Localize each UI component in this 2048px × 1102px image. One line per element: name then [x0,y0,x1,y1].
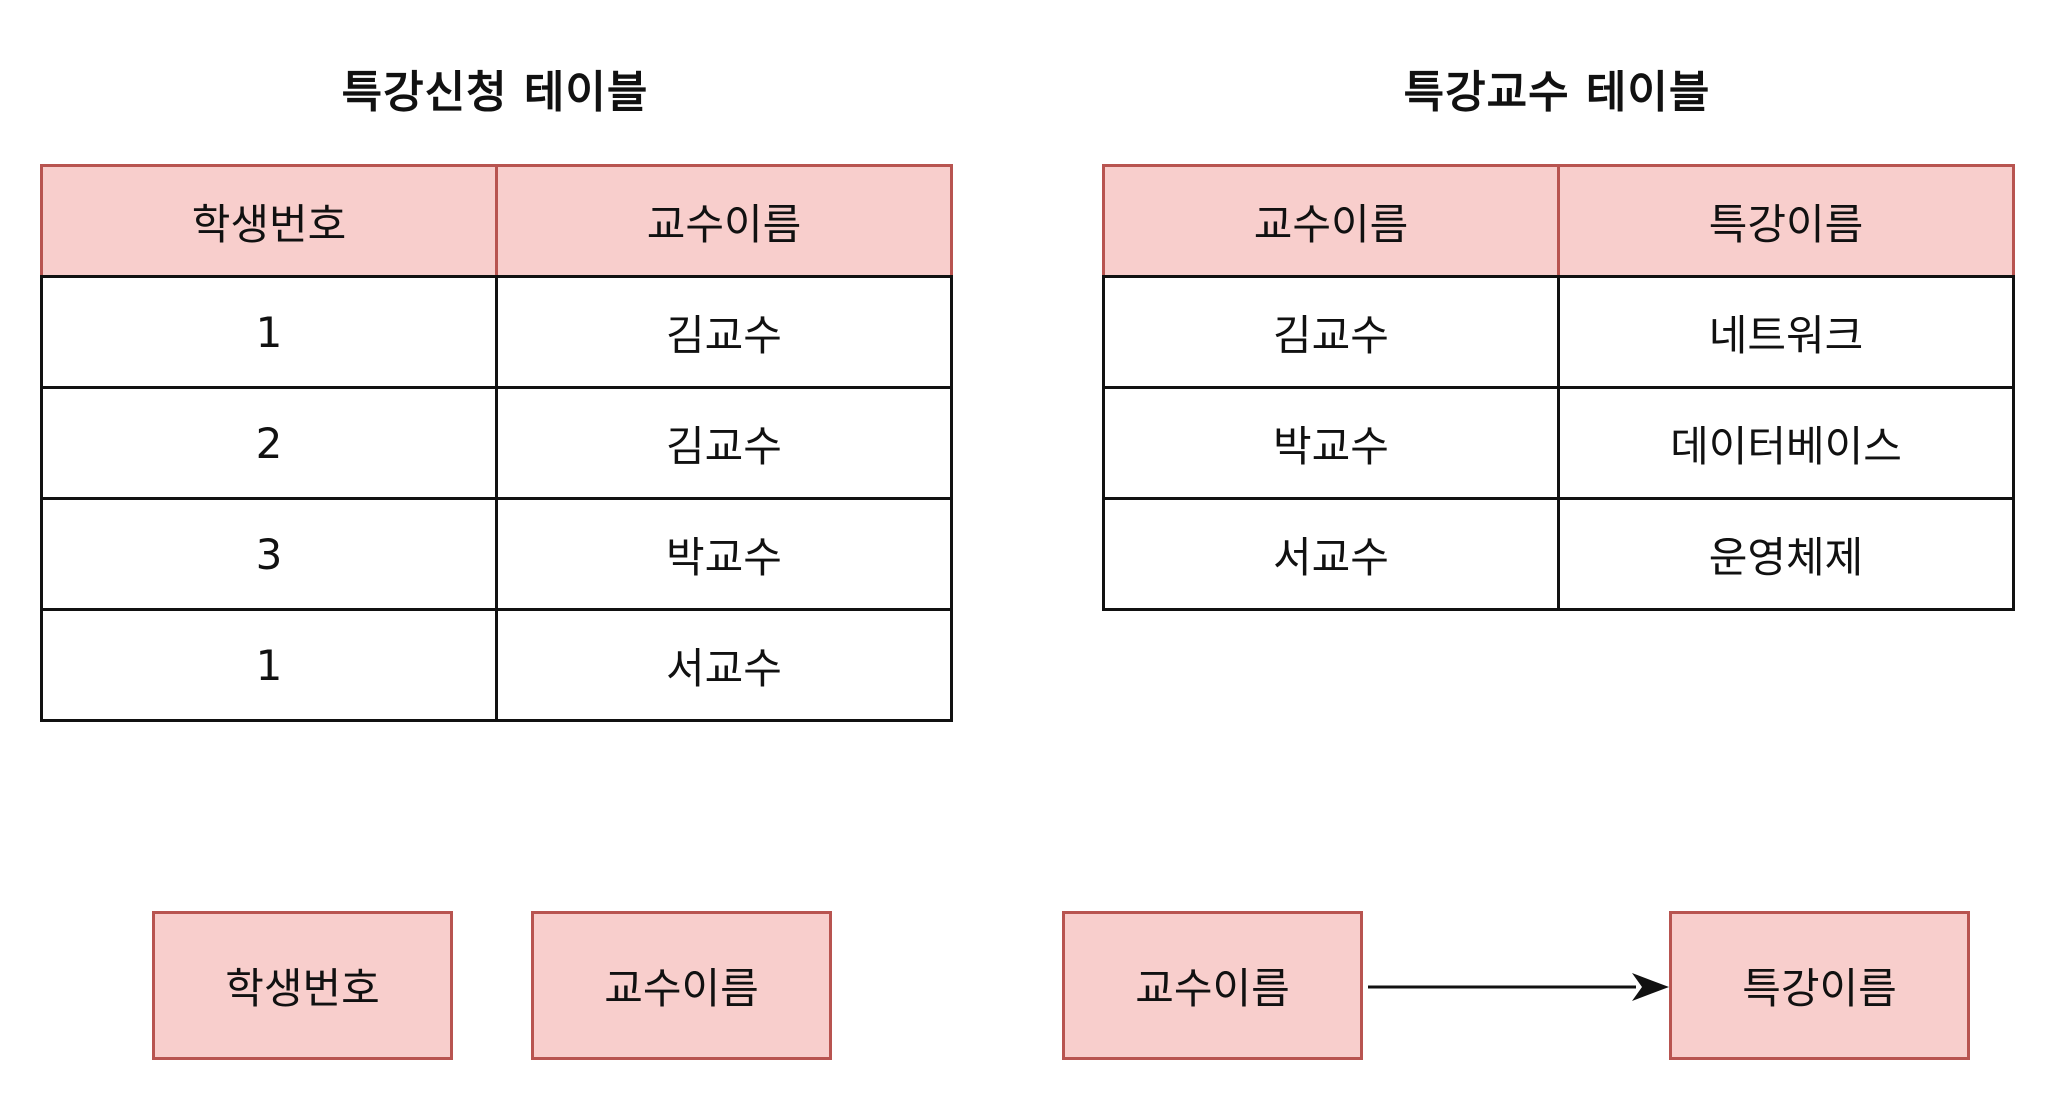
table-header-row: 학생번호 교수이름 [40,164,953,278]
student-number-attribute-box: 학생번호 [152,911,453,1060]
table-row: 2 김교수 [40,386,953,500]
header-cell: 교수이름 [1102,164,1560,278]
table-cell: 2 [40,386,498,500]
table-cell: 김교수 [495,275,953,389]
attribute-label: 교수이름 [1135,964,1290,1013]
table-cell: 1 [40,608,498,722]
course-professor-table: 교수이름 특강이름 김교수 네트워크 박교수 데이터베이스 서교수 운영체제 [1102,164,2015,611]
table-cell: 운영체제 [1557,497,2015,611]
determinant-professor-name-box: 교수이름 [1062,911,1363,1060]
table-row: 김교수 네트워크 [1102,275,2015,389]
right-table-title: 특강교수 테이블 [1403,67,1711,118]
table-cell: 김교수 [495,386,953,500]
table-cell: 서교수 [1102,497,1560,611]
header-cell: 특강이름 [1557,164,2015,278]
table-cell: 박교수 [1102,386,1560,500]
table-cell: 박교수 [495,497,953,611]
attribute-label: 교수이름 [604,964,759,1013]
table-cell: 네트워크 [1557,275,2015,389]
table-row: 1 서교수 [40,608,953,722]
table-cell: 1 [40,275,498,389]
table-row: 서교수 운영체제 [1102,497,2015,611]
left-table-title: 특강신청 테이블 [341,67,649,118]
functional-dependency-arrow [1368,973,1669,1001]
header-cell: 교수이름 [495,164,953,278]
attribute-label: 특강이름 [1742,964,1897,1013]
professor-name-attribute-box: 교수이름 [531,911,832,1060]
table-row: 1 김교수 [40,275,953,389]
table-cell: 3 [40,497,498,611]
attribute-label: 학생번호 [225,964,380,1013]
table-row: 박교수 데이터베이스 [1102,386,2015,500]
arrow-head-icon [1632,973,1669,1001]
table-row: 3 박교수 [40,497,953,611]
course-application-table: 학생번호 교수이름 1 김교수 2 김교수 3 박교수 1 서교수 [40,164,953,722]
table-cell: 데이터베이스 [1557,386,2015,500]
dependent-course-name-box: 특강이름 [1669,911,1970,1060]
table-cell: 김교수 [1102,275,1560,389]
table-cell: 서교수 [495,608,953,722]
header-cell: 학생번호 [40,164,498,278]
table-header-row: 교수이름 특강이름 [1102,164,2015,278]
